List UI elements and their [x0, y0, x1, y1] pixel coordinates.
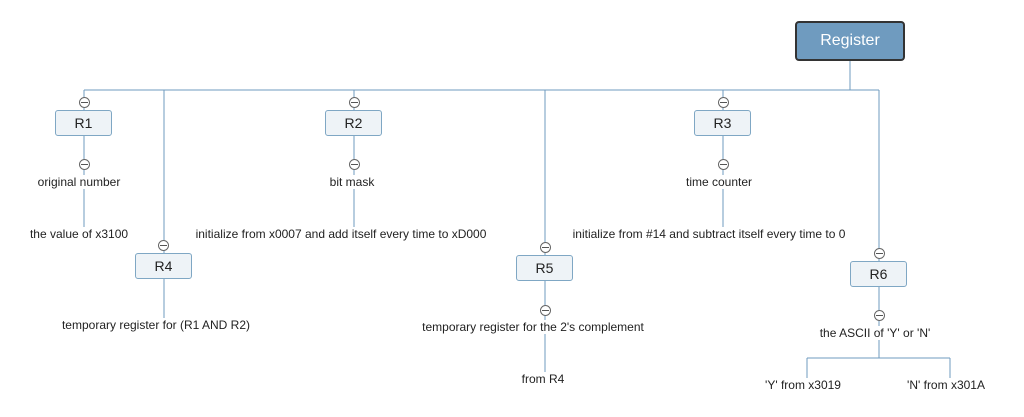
- r6-label-y: 'Y' from x3019: [764, 378, 842, 392]
- collapse-toggle-icon[interactable]: [874, 248, 885, 259]
- collapse-toggle-icon[interactable]: [540, 242, 551, 253]
- r2-label-initialize: initialize from x0007 and add itself eve…: [194, 227, 488, 241]
- r2-label-bit-mask: bit mask: [328, 175, 376, 189]
- collapse-toggle-icon[interactable]: [349, 159, 360, 170]
- node-r5[interactable]: R5: [516, 255, 573, 281]
- collapse-toggle-icon[interactable]: [79, 97, 90, 108]
- r5-label-from-r4: from R4: [520, 372, 566, 386]
- node-r6[interactable]: R6: [850, 261, 907, 287]
- collapse-toggle-icon[interactable]: [874, 310, 885, 321]
- node-r3[interactable]: R3: [694, 110, 751, 136]
- node-r2[interactable]: R2: [325, 110, 382, 136]
- collapse-toggle-icon[interactable]: [79, 159, 90, 170]
- r3-label-time-counter: time counter: [684, 175, 754, 189]
- r4-label-temporary: temporary register for (R1 AND R2): [60, 318, 252, 332]
- r6-label-ascii: the ASCII of 'Y' or 'N': [818, 326, 932, 340]
- collapse-toggle-icon[interactable]: [158, 240, 169, 251]
- node-r4[interactable]: R4: [135, 253, 192, 279]
- r6-label-n: 'N' from x301A: [906, 378, 986, 392]
- collapse-toggle-icon[interactable]: [718, 97, 729, 108]
- r5-label-temporary: temporary register for the 2's complemen…: [421, 320, 645, 334]
- r3-label-initialize: initialize from #14 and subtract itself …: [571, 227, 847, 241]
- root-node-register[interactable]: Register: [795, 21, 905, 61]
- collapse-toggle-icon[interactable]: [540, 305, 551, 316]
- collapse-toggle-icon[interactable]: [349, 97, 360, 108]
- r1-label-value: the value of x3100: [28, 227, 130, 241]
- r1-label-original-number: original number: [36, 175, 122, 189]
- node-r1[interactable]: R1: [55, 110, 112, 136]
- collapse-toggle-icon[interactable]: [718, 159, 729, 170]
